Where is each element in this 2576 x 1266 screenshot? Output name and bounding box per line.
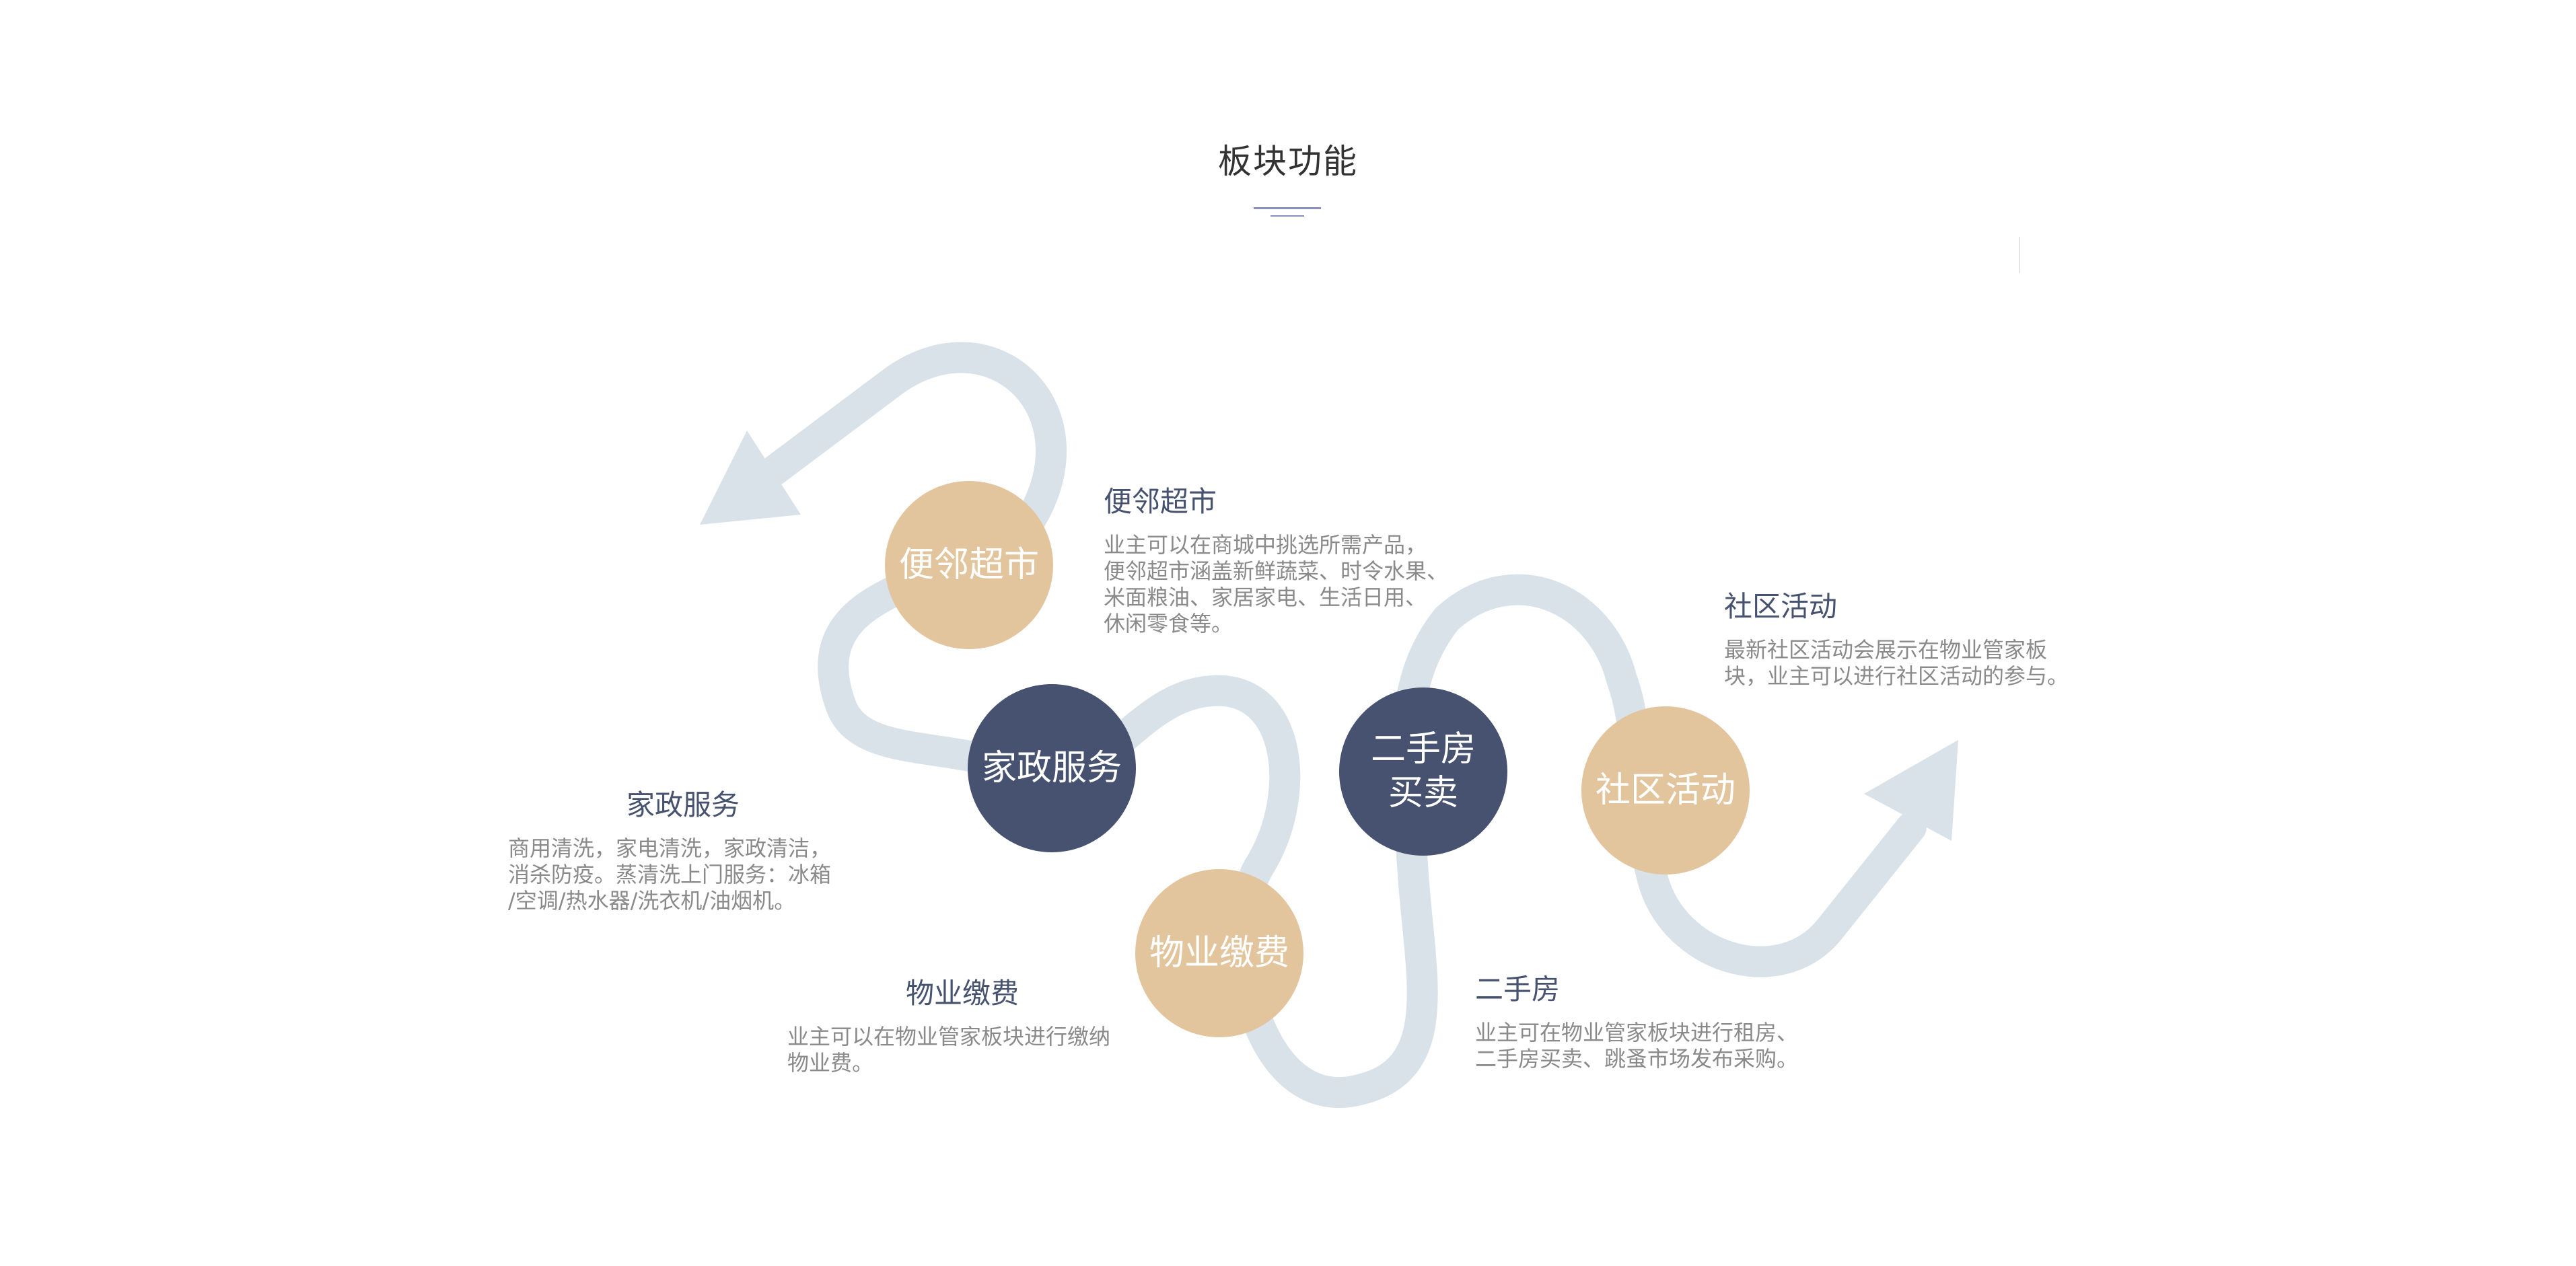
divider-tick bbox=[2019, 237, 2020, 273]
node-community-label: 社区活动 bbox=[1595, 770, 1736, 811]
block-housekeeping: 家政服务 商用清洗，家电清洗，家政清洁， 消杀防疫。蒸清洗上门服务：冰箱 /空调… bbox=[508, 782, 858, 914]
node-property-fee-label: 物业缴费 bbox=[1149, 932, 1289, 973]
block-supermarket: 便邻超市 业主可以在商城中挑选所需产品， 便邻超市涵盖新鲜蔬菜、时令水果、 米面… bbox=[1104, 479, 1494, 637]
block-supermarket-text: 业主可以在商城中挑选所需产品， 便邻超市涵盖新鲜蔬菜、时令水果、 米面粮油、家居… bbox=[1104, 532, 1449, 636]
block-supermarket-heading: 便邻超市 bbox=[1104, 485, 1217, 518]
block-second-hand: 二手房 业主可在物业管家板块进行租房、 二手房买卖、跳蚤市场发布采购。 bbox=[1475, 967, 1852, 1072]
node-property-fee: 物业缴费 bbox=[1135, 869, 1303, 1037]
block-housekeeping-heading: 家政服务 bbox=[626, 788, 740, 821]
node-housekeeping-label: 家政服务 bbox=[981, 747, 1122, 788]
node-second-hand-label: 二手房 买卖 bbox=[1370, 729, 1476, 813]
block-property-fee: 物业缴费 业主可以在物业管家板块进行缴纳 物业费。 bbox=[787, 971, 1137, 1076]
block-property-fee-heading: 物业缴费 bbox=[905, 977, 1019, 1010]
block-community-text: 最新社区活动会展示在物业管家板 块，业主可以进行社区活动的参与。 bbox=[1724, 637, 2069, 689]
node-supermarket: 便邻超市 bbox=[885, 481, 1053, 649]
block-community-heading: 社区活动 bbox=[1724, 590, 1838, 623]
arrow-head-right bbox=[1864, 740, 1958, 841]
block-housekeeping-text: 商用清洗，家电清洗，家政清洁， 消杀防疫。蒸清洗上门服务：冰箱 /空调/热水器/… bbox=[508, 835, 832, 914]
block-second-hand-heading: 二手房 bbox=[1475, 973, 1561, 1006]
title-underline-short bbox=[1271, 215, 1304, 217]
arrow-head-left bbox=[700, 431, 801, 525]
page-title: 板块功能 bbox=[1218, 142, 1358, 181]
node-second-hand: 二手房 买卖 bbox=[1339, 687, 1507, 856]
block-community: 社区活动 最新社区活动会展示在物业管家板 块，业主可以进行社区活动的参与。 bbox=[1724, 584, 2101, 690]
node-housekeeping: 家政服务 bbox=[968, 684, 1136, 852]
node-community: 社区活动 bbox=[1581, 706, 1750, 874]
block-property-fee-text: 业主可以在物业管家板块进行缴纳 物业费。 bbox=[787, 1024, 1111, 1076]
title-underline bbox=[1254, 207, 1321, 209]
node-supermarket-label: 便邻超市 bbox=[898, 544, 1039, 585]
block-second-hand-text: 业主可在物业管家板块进行租房、 二手房买卖、跳蚤市场发布采购。 bbox=[1475, 1020, 1799, 1072]
